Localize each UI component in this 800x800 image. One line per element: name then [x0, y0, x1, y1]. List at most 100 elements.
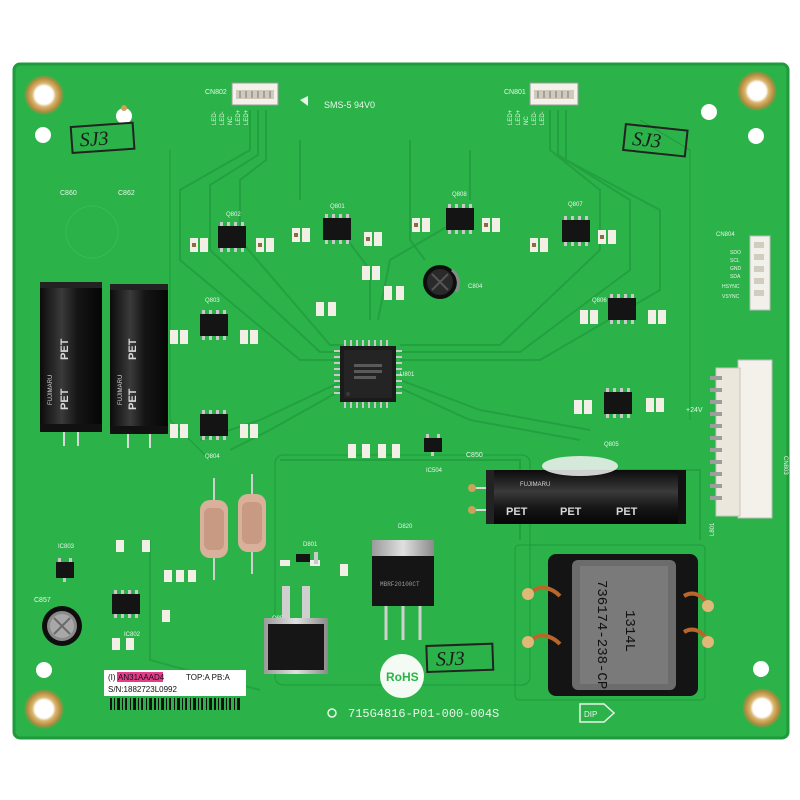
- q804-label: Q804: [205, 454, 220, 460]
- d820-marking: MBRF20100CT: [380, 581, 420, 588]
- cap-c850-pet-b: PET: [560, 506, 582, 518]
- cn801-pin-2: LED+: [516, 109, 522, 125]
- cn802-label: CN802: [205, 89, 227, 96]
- cap-c850-brand: FUJIMARU: [520, 482, 550, 488]
- q807-label: Q807: [568, 202, 583, 208]
- cap-left-2-pet-a: PET: [127, 338, 139, 360]
- c850-label: C850: [466, 452, 483, 459]
- resistor-2: [238, 474, 266, 574]
- stamp-sj3-1: SJ3: [69, 121, 136, 155]
- cn801-pin-4: LED-: [532, 111, 538, 125]
- q802-label: Q802: [226, 212, 241, 218]
- capacitor-left-2: [110, 284, 168, 434]
- cap-left-1-brand: FUJIMARU: [48, 375, 54, 405]
- soic-chips: [56, 204, 636, 618]
- copper-traces: [149, 110, 701, 691]
- rohs-mark: RoHS: [380, 654, 424, 698]
- cap-left-1-pet-b: PET: [59, 388, 71, 410]
- stamp-sj3-text-3: SJ3: [435, 648, 465, 671]
- cn801-pin-labels: LED+ LED+ NC LED- LED-: [508, 109, 546, 125]
- resistor-1: [200, 478, 228, 580]
- rating-label: SMS-5 94V0: [324, 100, 375, 110]
- recognized-mark-icon: [300, 96, 308, 106]
- capacitor-c850: PET PET PET FUJIMARU: [468, 470, 686, 524]
- cap-left-text: PET PET PET PET FUJIMARU FUJIMARU: [48, 338, 139, 410]
- dip-label: DIP: [584, 710, 597, 719]
- rohs-label: RoHS: [386, 670, 419, 684]
- main-ic-u801: [334, 340, 402, 408]
- cn804-pin-3: GND: [730, 266, 742, 272]
- chip-q804: [200, 410, 228, 440]
- cap-c850-pet-a: PET: [506, 506, 528, 518]
- cn804-pin-4: SDA: [730, 274, 741, 280]
- q805-label: Q805: [604, 442, 619, 448]
- capacitor-c804: [423, 265, 460, 299]
- cn802-pin-3: NC: [228, 116, 234, 125]
- cap-c850-pet-c: PET: [616, 506, 638, 518]
- part-number: 715G4816-P01-000-004S: [348, 707, 499, 721]
- chip-ic803: [56, 558, 74, 582]
- cn801-label: CN801: [504, 89, 526, 96]
- sticker-barcode: [110, 698, 240, 710]
- ic504-label: IC504: [426, 468, 443, 474]
- cn802-pin-labels: LED- LED- NC LED+ LED+: [212, 109, 250, 125]
- cn804-pin-5: HSYNC: [722, 284, 740, 290]
- stamp-sj3-3: SJ3: [425, 642, 495, 674]
- logo-outline: [65, 205, 119, 259]
- cn804-pin-2: SCL: [730, 258, 740, 264]
- cn801-pin-1: LED+: [508, 109, 514, 125]
- c860-label: C860: [60, 190, 77, 197]
- c862-label: C862: [118, 190, 135, 197]
- chip-q808: [446, 204, 474, 234]
- chip-q805: [604, 388, 632, 418]
- pwr-label: +24V: [686, 407, 703, 414]
- l801-label: L801: [710, 522, 716, 536]
- sticker-board-rev: TOP:A PB:A: [186, 673, 231, 682]
- cap-c850-silk-outline: [542, 456, 618, 476]
- serial-sticker: (I) AN31AAAD4 TOP:A PB:A S/N:1882723L099…: [104, 670, 246, 710]
- capacitor-c857: [42, 606, 82, 646]
- sticker-prefix: (I): [108, 673, 116, 682]
- q801-label: Q801: [330, 204, 345, 210]
- cn804-pin-1: SDO: [730, 250, 741, 256]
- chip-q806: [608, 294, 636, 324]
- chip-q802: [218, 222, 246, 252]
- fiducial-mark: [327, 708, 337, 718]
- chip-ic802: [112, 590, 140, 618]
- cn802-pin-4: LED+: [236, 109, 242, 125]
- cn802-pin-5: LED+: [244, 109, 250, 125]
- q808-label: Q808: [452, 192, 467, 198]
- inductor-text-1: 736174-238-CP: [593, 580, 609, 689]
- connector-cn803: CN803 +24V: [686, 359, 788, 519]
- d801-label: D801: [303, 542, 318, 548]
- ic802-label: IC802: [124, 632, 141, 638]
- chip-ic504: [424, 434, 442, 456]
- c857-label: C857: [34, 597, 51, 604]
- connector-cn804: CN804: [716, 232, 771, 311]
- sticker-serial: S/N:1882723L0992: [108, 685, 178, 694]
- cn804-pin-6: VSYNC: [722, 294, 740, 300]
- u801-label: U801: [400, 372, 415, 378]
- cap-left-2-pet-b: PET: [127, 388, 139, 410]
- cn804-pin-labels: SDO SCL GND SDA HSYNC VSYNC: [722, 250, 742, 300]
- cn804-label: CN804: [716, 232, 735, 238]
- cap-left-1-pet-a: PET: [59, 338, 71, 360]
- cn801-pin-5: LED-: [540, 111, 546, 125]
- c804-label: C804: [468, 284, 483, 290]
- stamp-sj3-text-1: SJ3: [79, 127, 109, 151]
- sticker-code: AN31AAAD4: [118, 673, 165, 682]
- stamp-sj3-text-2: SJ3: [631, 128, 662, 153]
- cn802-pin-2: LED-: [220, 111, 226, 125]
- pcb-edge: [12, 62, 790, 740]
- cap-left-2-brand: FUJIMARU: [118, 375, 124, 405]
- cn803-label: CN803: [782, 456, 788, 475]
- cn801-pin-3: NC: [524, 116, 530, 125]
- d820-label: D820: [398, 524, 413, 530]
- chip-q807: [562, 216, 590, 246]
- cap-leads-left: [63, 432, 151, 448]
- mounting-holes: [24, 71, 782, 729]
- stamp-sj3-2: SJ3: [622, 122, 689, 158]
- inductor-l801: 736174-238-CP 1314L: [522, 554, 714, 696]
- diode-d820: MBRF20100CT: [372, 540, 434, 640]
- capacitor-left-1: [40, 282, 102, 432]
